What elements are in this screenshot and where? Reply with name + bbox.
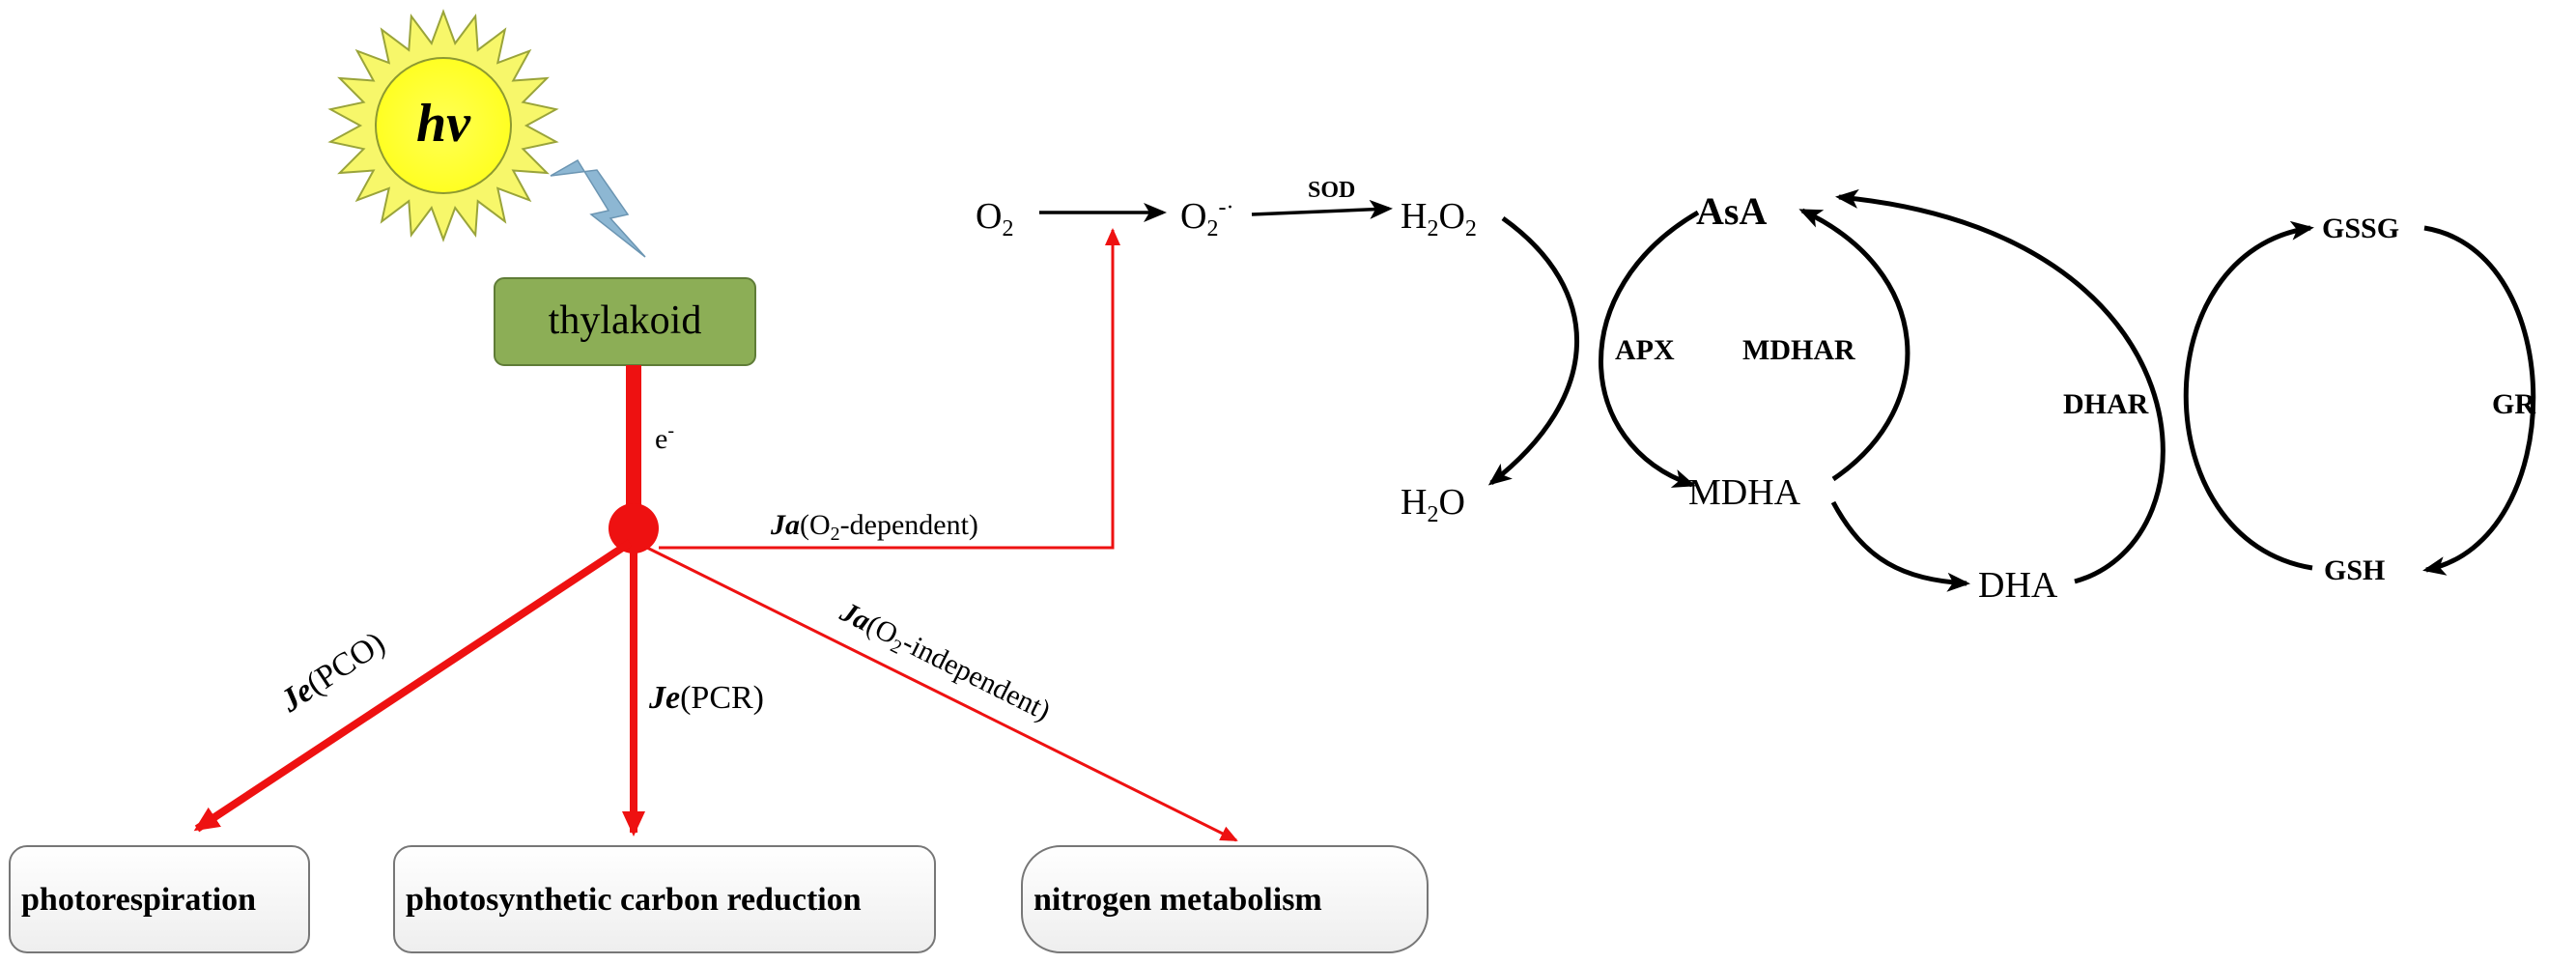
dha-label: DHA: [1978, 565, 2058, 606]
electron-node: [609, 503, 659, 553]
sun-label: hv: [416, 94, 471, 154]
ja-dependent-label: Ja(O2-dependent): [770, 509, 978, 545]
mdha-label: MDHA: [1688, 472, 1801, 513]
ja-independent-arrow: [644, 545, 1238, 842]
asa-label: AsA: [1696, 189, 1767, 233]
carbon-reduction-box: photosynthetic carbon reduction: [393, 845, 936, 953]
dha-to-asa-arrow: [1835, 188, 2166, 584]
carbon-reduction-label: photosynthetic carbon reduction: [406, 882, 862, 918]
je-pco-arrow: [193, 539, 633, 833]
ja-independent-label: Ja(O2-independent): [833, 595, 1056, 730]
h2o2-to-h2o-arrow: [1487, 215, 1579, 486]
thylakoid-box: thylakoid: [494, 277, 756, 366]
gsh-label: GSH: [2324, 554, 2385, 586]
superoxide-label: O2-·: [1180, 195, 1233, 241]
nitrogen-metabolism-box: nitrogen metabolism: [1021, 845, 1429, 953]
mdhar-label: MDHAR: [1742, 334, 1855, 366]
h2o2-label: H2O2: [1401, 196, 1477, 241]
gssg-to-gsh-arrow: [2422, 225, 2536, 576]
mdha-to-dha-arrow: [1830, 500, 1970, 592]
electron-label: e-: [655, 420, 674, 455]
superoxide-to-h2o2-arrow: [1251, 199, 1393, 219]
apx-label: APX: [1615, 334, 1675, 366]
ja-dependent-arrow: [659, 228, 1120, 550]
sod-label: SOD: [1308, 178, 1355, 203]
electron-stem: [626, 365, 641, 514]
sun-icon: hv: [327, 9, 559, 242]
gsh-to-gssg-arrow: [2183, 220, 2314, 571]
je-pcr-label: Je(PCR): [648, 680, 764, 716]
lightning-bolt-icon: [550, 158, 646, 258]
o2-label: O2: [976, 196, 1013, 241]
dhar-label: DHAR: [2063, 388, 2149, 420]
mdha-to-asa-arrow: [1798, 208, 1911, 482]
thylakoid-label: thylakoid: [549, 298, 702, 343]
photorespiration-label: photorespiration: [21, 882, 256, 918]
nitrogen-metabolism-label: nitrogen metabolism: [1033, 882, 1322, 918]
gr-label: GR: [2492, 388, 2535, 420]
gssg-label: GSSG: [2322, 213, 2399, 244]
asa-to-mdha-arrow: [1599, 210, 1700, 488]
h2o-label: H2O: [1401, 482, 1465, 527]
photorespiration-box: photorespiration: [9, 845, 310, 953]
je-pco-label: Je(PCO): [273, 625, 391, 720]
